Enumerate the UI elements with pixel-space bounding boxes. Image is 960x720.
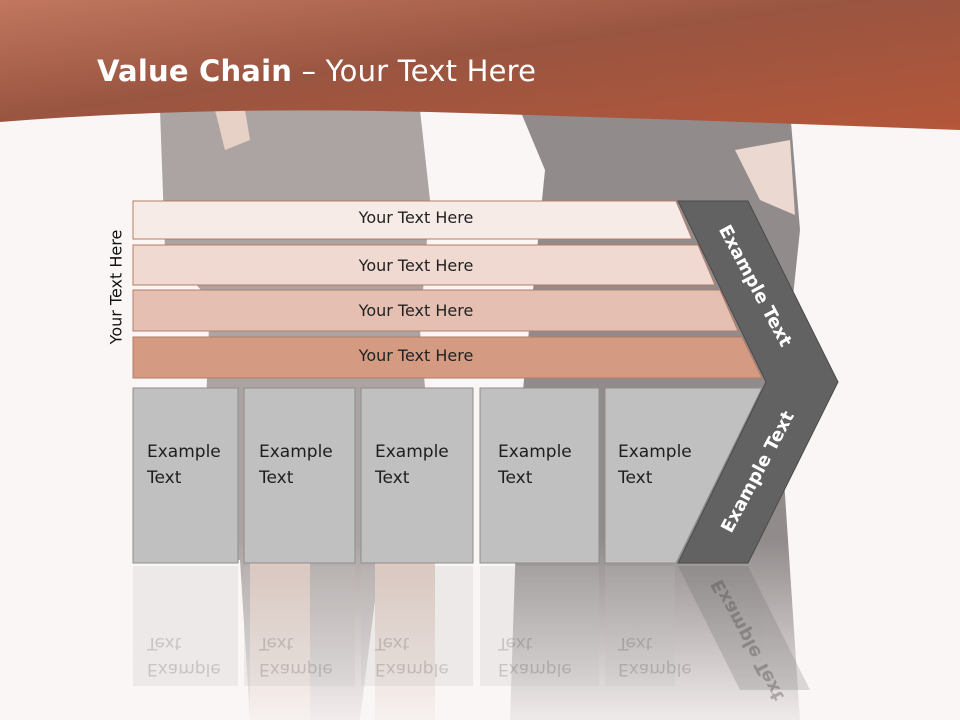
row-bar-2 [132,244,716,286]
column-reflection-2: Example Text [259,630,359,682]
column-box-4 [479,387,600,564]
column-label-3-line1: Example [375,442,449,462]
chevron-arrow [677,200,839,564]
column-label-1: Example Text [147,439,247,491]
reflection [133,566,810,690]
column-box-1 [132,387,239,564]
column-reflection-5: Example Text [618,630,718,682]
column-label-2-line2: Text [259,468,294,488]
column-reflection-1-line2: Text [147,633,182,653]
column-label-3-line2: Text [375,468,410,488]
column-reflection-4-line1: Example [498,659,572,679]
column-reflection-1-line1: Example [147,659,221,679]
column-label-2-line1: Example [259,442,333,462]
column-box-3 [360,387,474,564]
column-reflection-3: Example Text [375,630,475,682]
column-label-1-line2: Text [147,468,182,488]
column-label-4-line2: Text [498,468,533,488]
header-band [0,0,960,130]
row-label-3: Your Text Here [358,301,474,320]
column-box-5 [604,387,763,564]
column-reflection-5-line1: Example [618,659,692,679]
column-label-4-line1: Example [498,442,572,462]
column-reflection-2-line2: Text [259,633,294,653]
row-label-4: Your Text Here [358,346,474,365]
row-bar-1 [132,200,693,240]
page-title: Value Chain – Your Text Here [97,54,536,88]
title-bold: Value Chain [97,54,293,88]
row-bar-4 [132,336,763,379]
column-reflection-1: Example Text [147,630,247,682]
column-label-5-line2: Text [618,468,653,488]
row-bar-3 [132,289,739,332]
column-label-2: Example Text [259,439,359,491]
column-label-5: Example Text [618,439,718,491]
column-reflection-3-line1: Example [375,659,449,679]
column-reflection-2-line1: Example [259,659,333,679]
column-label-3: Example Text [375,439,475,491]
column-label-5-line1: Example [618,442,692,462]
column-reflection-4-line2: Text [498,633,533,653]
row-label-2: Your Text Here [358,256,474,275]
column-reflection-3-line2: Text [375,633,410,653]
title-rest: – Your Text Here [292,54,537,88]
column-box-2 [243,387,356,564]
column-label-1-line1: Example [147,442,221,462]
column-label-4: Example Text [498,439,598,491]
column-reflection-4: Example Text [498,630,598,682]
column-reflection-5-line2: Text [618,633,653,653]
row-label-1: Your Text Here [358,208,474,227]
